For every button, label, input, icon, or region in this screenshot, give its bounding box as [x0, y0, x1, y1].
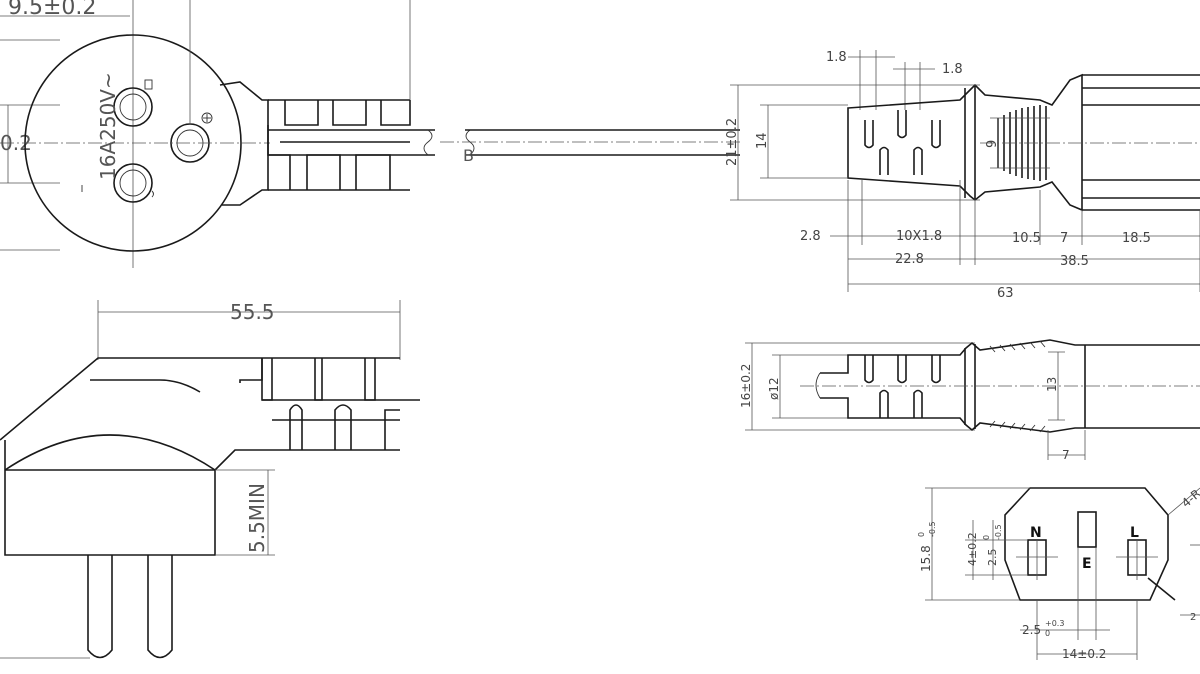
- plug-front-dim-top: 9.5±0.2: [8, 0, 96, 20]
- face-dim-pin-spacing: 4±0.2: [966, 532, 979, 566]
- conn-dim-22-8: 22.8: [895, 252, 924, 267]
- conn-dim-63: 63: [997, 286, 1014, 301]
- conn-dim-38-5: 38.5: [1060, 254, 1089, 269]
- face-dim-width-small-tol-top: +0.3: [1045, 619, 1064, 628]
- conn-dim-1-8-a: 1.8: [826, 50, 847, 65]
- face-dim-pin-small: 2.5: [986, 549, 999, 567]
- section-mark: B: [463, 146, 474, 165]
- connector-side-view: 16±0.2 ø12 13 7: [739, 339, 1200, 462]
- conn-side-height: 16±0.2: [739, 364, 753, 408]
- face-dim-edge: 2: [1190, 612, 1196, 623]
- plug-side-view: 55.5 5.5MIN: [0, 300, 420, 659]
- conn-dim-14: 14: [755, 132, 770, 149]
- face-dim-height-tol-top: 0: [917, 532, 926, 537]
- earth-label: E: [1082, 556, 1092, 572]
- conn-dim-1-8-b: 1.8: [942, 62, 963, 77]
- plug-front-view: 9.5±0.2 0.2 16A250V~: [0, 0, 740, 268]
- conn-side-inner: 13: [1045, 377, 1059, 392]
- plug-rating: 16A250V~: [96, 72, 120, 180]
- conn-dim-21: 21±0.2: [725, 118, 740, 166]
- conn-dim-2-8: 2.8: [800, 229, 821, 244]
- conn-dim-10-5: 10.5: [1012, 231, 1041, 246]
- plug-length: 55.5: [230, 300, 275, 324]
- face-dim-height: 15.8: [919, 545, 933, 572]
- face-dim-radius: 4-R: [1179, 487, 1200, 511]
- neutral-label: N: [1030, 525, 1042, 541]
- conn-dim-9: 9: [985, 140, 1000, 148]
- face-dim-pin-small-tol-top: 0: [982, 535, 991, 540]
- face-dim-height-tol-bottom: -0.5: [928, 521, 937, 537]
- face-dim-width: 14±0.2: [1062, 647, 1106, 661]
- conn-dim-ribs: 10X1.8: [896, 229, 942, 244]
- connector-top-view: 1.8 1.8: [725, 50, 1200, 301]
- plug-min-depth: 5.5MIN: [245, 483, 269, 553]
- conn-side-offset: 7: [1062, 448, 1070, 462]
- conn-dim-7: 7: [1060, 231, 1068, 246]
- live-label: L: [1130, 525, 1139, 541]
- face-dim-width-small: 2.5: [1022, 623, 1041, 637]
- connector-face-view: N E L 15.8 0 -0.5 4±0.2 2.5 0 -0.5 2.5 +…: [917, 487, 1200, 661]
- face-dim-pin-small-tol-bottom: -0.5: [994, 524, 1003, 540]
- conn-dim-18-5: 18.5: [1122, 231, 1151, 246]
- conn-side-diameter: ø12: [767, 377, 781, 400]
- face-dim-width-small-tol-bottom: 0: [1045, 629, 1050, 638]
